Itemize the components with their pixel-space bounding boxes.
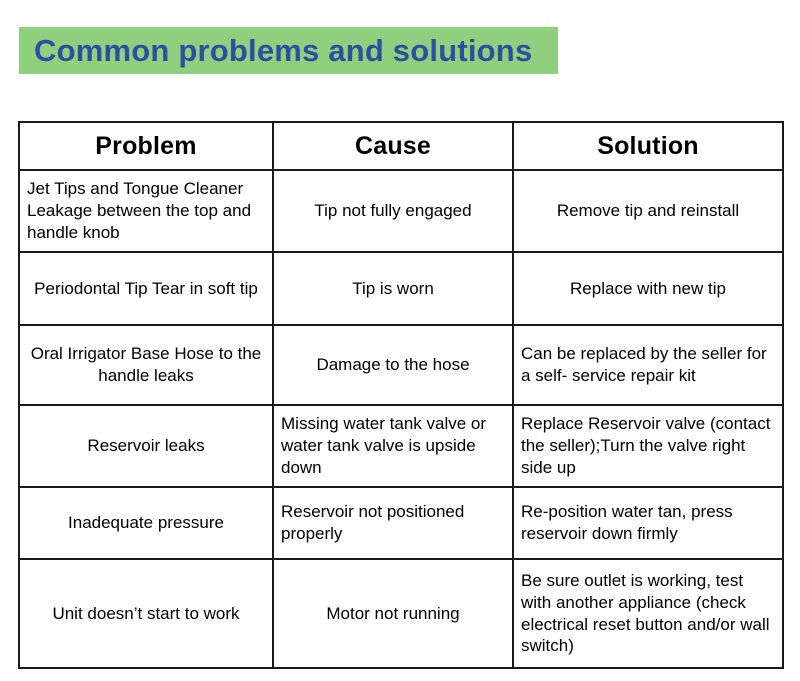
cell-solution: Replace with new tip <box>512 251 784 326</box>
table-row: Periodontal Tip Tear in soft tip Tip is … <box>18 251 784 326</box>
cell-solution: Replace Reservoir valve (contact the sel… <box>512 404 784 488</box>
cell-cause: Motor not running <box>272 558 514 669</box>
cell-problem: Periodontal Tip Tear in soft tip <box>18 251 274 326</box>
cell-cause: Missing water tank valve or water tank v… <box>272 404 514 488</box>
column-header-solution: Solution <box>512 121 784 171</box>
cell-problem: Oral Irrigator Base Hose to the handle l… <box>18 324 274 406</box>
cell-solution: Be sure outlet is working, test with ano… <box>512 558 784 669</box>
title-banner: Common problems and solutions <box>19 27 558 74</box>
table-row: Unit doesn’t start to work Motor not run… <box>18 558 784 669</box>
table-row: Jet Tips and Tongue Cleaner Leakage betw… <box>18 169 784 253</box>
cell-solution: Remove tip and reinstall <box>512 169 784 253</box>
page-title: Common problems and solutions <box>34 33 533 68</box>
table-header-row: Problem Cause Solution <box>18 121 784 171</box>
cell-problem: Inadequate pressure <box>18 486 274 560</box>
cell-problem: Reservoir leaks <box>18 404 274 488</box>
cell-cause: Tip not fully engaged <box>272 169 514 253</box>
cell-cause: Reservoir not positioned properly <box>272 486 514 560</box>
table-row: Inadequate pressure Reservoir not positi… <box>18 486 784 560</box>
cell-cause: Tip is worn <box>272 251 514 326</box>
table-row: Oral Irrigator Base Hose to the handle l… <box>18 324 784 406</box>
cell-solution: Re-position water tan, press reservoir d… <box>512 486 784 560</box>
cell-cause: Damage to the hose <box>272 324 514 406</box>
common-problems-table: Problem Cause Solution Jet Tips and Tong… <box>18 121 784 669</box>
column-header-cause: Cause <box>272 121 514 171</box>
cell-problem: Jet Tips and Tongue Cleaner Leakage betw… <box>18 169 274 253</box>
cell-solution: Can be replaced by the seller for a self… <box>512 324 784 406</box>
cell-problem: Unit doesn’t start to work <box>18 558 274 669</box>
column-header-problem: Problem <box>18 121 274 171</box>
table-row: Reservoir leaks Missing water tank valve… <box>18 404 784 488</box>
